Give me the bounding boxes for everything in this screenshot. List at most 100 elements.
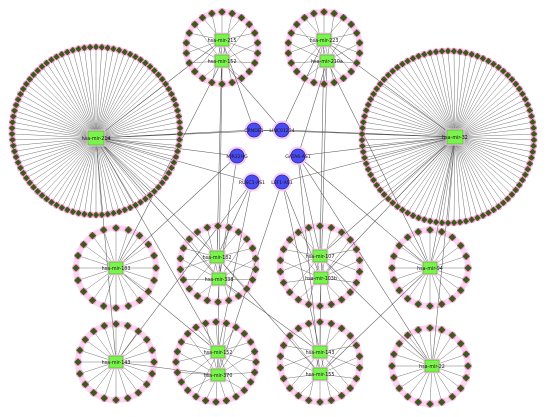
target-edge bbox=[454, 136, 478, 218]
target-node bbox=[438, 219, 446, 227]
target-edge bbox=[95, 137, 174, 163]
target-node bbox=[490, 60, 497, 68]
target-node bbox=[112, 396, 120, 404]
interaction-edge bbox=[115, 267, 219, 353]
interaction-edge bbox=[218, 278, 321, 353]
interaction-edge bbox=[297, 155, 433, 367]
target-node bbox=[355, 352, 364, 360]
target-edge bbox=[383, 79, 456, 138]
target-edge bbox=[454, 121, 533, 138]
target-node bbox=[99, 226, 108, 234]
target-node bbox=[124, 322, 132, 330]
target-edge bbox=[454, 110, 530, 138]
target-edge bbox=[95, 79, 163, 139]
target-node bbox=[457, 286, 465, 295]
target-node bbox=[352, 278, 361, 287]
target-node bbox=[74, 251, 82, 260]
target-edge bbox=[84, 137, 97, 215]
mirna-label: hsa-mir-103b bbox=[305, 276, 337, 282]
target-node bbox=[240, 386, 248, 394]
target-node bbox=[176, 254, 185, 263]
target-node bbox=[246, 338, 255, 346]
target-node bbox=[243, 235, 251, 243]
target-node bbox=[448, 393, 457, 401]
target-node bbox=[251, 254, 260, 263]
target-edge bbox=[95, 137, 125, 211]
target-edge bbox=[454, 136, 520, 186]
target-node bbox=[438, 326, 446, 334]
target-edge bbox=[72, 50, 97, 139]
target-node bbox=[359, 124, 366, 132]
target-node bbox=[88, 296, 97, 305]
target-node bbox=[286, 236, 294, 244]
target-node bbox=[170, 159, 178, 166]
target-node bbox=[245, 67, 253, 76]
target-node bbox=[8, 124, 16, 132]
target-halo-layer bbox=[9, 9, 537, 407]
target-edge bbox=[95, 137, 131, 208]
target-edge bbox=[454, 51, 461, 138]
mirna-label: hsa-mir-143 bbox=[306, 350, 335, 356]
target-node bbox=[346, 236, 354, 244]
target-edge bbox=[418, 56, 456, 138]
target-edge bbox=[454, 70, 504, 138]
target-node bbox=[276, 364, 285, 372]
interaction-edge bbox=[95, 137, 220, 280]
target-edge bbox=[454, 136, 484, 216]
target-node bbox=[79, 240, 88, 249]
target-node bbox=[232, 392, 240, 401]
target-node bbox=[150, 251, 158, 260]
target-node bbox=[367, 96, 374, 103]
target-node bbox=[495, 203, 502, 210]
mirna-node: hsa-mir-210a bbox=[311, 53, 343, 69]
target-node bbox=[294, 324, 303, 333]
mirna-node: hsa-mir-143 bbox=[102, 354, 131, 370]
target-edge bbox=[454, 136, 504, 204]
mirna-node: hsa-mir-94 bbox=[417, 260, 443, 276]
lncrna-node: LINC01234 bbox=[269, 120, 295, 140]
target-edge bbox=[402, 63, 456, 138]
target-node bbox=[100, 322, 108, 330]
interaction-edge bbox=[115, 155, 238, 269]
target-node bbox=[134, 327, 143, 335]
target-edge bbox=[51, 137, 97, 203]
target-node bbox=[337, 295, 346, 304]
mirna-node: hsa-mir-215 bbox=[208, 32, 236, 48]
target-edge bbox=[407, 136, 456, 214]
mirna-node: hsa-mir-182 bbox=[203, 249, 231, 265]
mirna-label: hsa-mir-183 bbox=[102, 266, 131, 272]
target-edge bbox=[95, 121, 180, 139]
target-node bbox=[174, 148, 181, 155]
mirna-node: hsa-mir-32 bbox=[442, 128, 468, 146]
target-node bbox=[355, 364, 364, 372]
target-edge bbox=[454, 74, 508, 138]
interaction-edge bbox=[95, 137, 238, 157]
target-node bbox=[403, 295, 412, 303]
target-edge bbox=[51, 59, 97, 139]
target-edge bbox=[454, 136, 461, 223]
target-node bbox=[526, 160, 534, 167]
target-node bbox=[426, 226, 434, 234]
interaction-edge bbox=[431, 136, 456, 367]
mirna-label: hsa-mir-214 bbox=[82, 136, 111, 142]
target-node bbox=[409, 212, 417, 219]
target-node bbox=[346, 288, 354, 296]
target-edge bbox=[454, 136, 532, 159]
interaction-edge bbox=[297, 155, 321, 375]
target-edge bbox=[397, 136, 456, 207]
target-node bbox=[172, 101, 180, 109]
target-node bbox=[426, 302, 434, 310]
target-edge bbox=[376, 88, 456, 138]
interaction-edge bbox=[216, 39, 223, 258]
target-node bbox=[212, 318, 220, 326]
target-edge bbox=[46, 137, 97, 200]
mirna-label: hsa-mir-143 bbox=[102, 360, 131, 366]
target-node bbox=[179, 276, 188, 284]
target-edge bbox=[95, 137, 180, 141]
target-node bbox=[74, 358, 82, 366]
target-node bbox=[462, 350, 470, 358]
target-edge bbox=[78, 48, 97, 139]
target-node bbox=[300, 14, 309, 22]
lncrna-node: CRNDE1 bbox=[244, 120, 264, 140]
